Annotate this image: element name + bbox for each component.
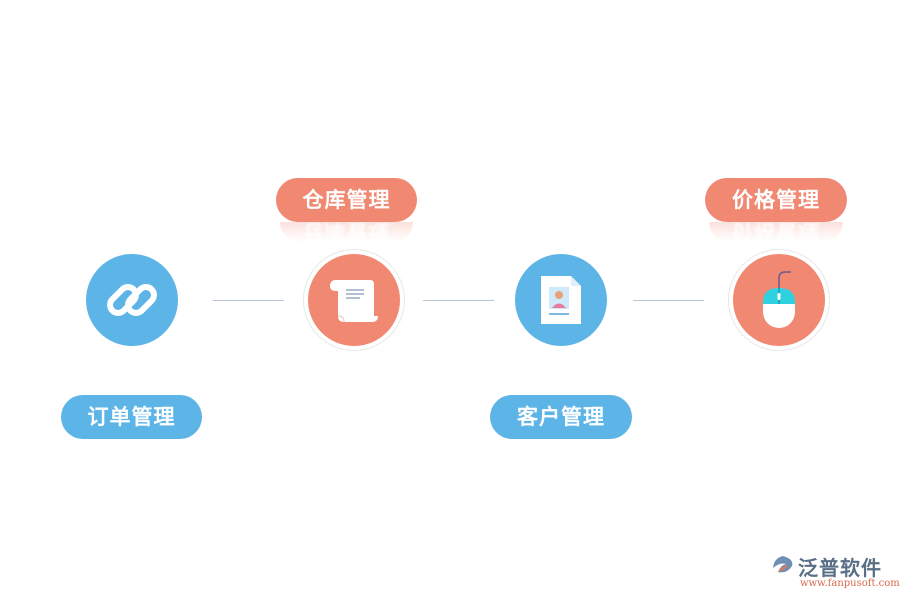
scroll-document-icon (330, 280, 378, 323)
chain-link-icon (107, 284, 157, 316)
customer-node (515, 254, 607, 346)
module-label-price-reflection: 价格管理 (709, 222, 843, 242)
price-node (733, 254, 825, 346)
module-label-customer: 客户管理 (490, 395, 632, 439)
connector-line (633, 300, 704, 301)
warehouse-node (308, 254, 400, 346)
profile-card-icon (541, 276, 581, 324)
brand-mark-icon (773, 556, 793, 573)
brand-url: www.fanpusoft.com (800, 578, 900, 589)
module-label-warehouse: 仓库管理 (276, 178, 417, 222)
connector-line (423, 300, 494, 301)
order-node (86, 254, 178, 346)
brand-name: 泛普软件 (798, 556, 882, 580)
module-label-price: 价格管理 (705, 178, 847, 222)
mouse-icon (763, 271, 795, 328)
module-label-warehouse-reflection: 仓库管理 (280, 222, 413, 242)
module-label-order: 订单管理 (61, 395, 202, 439)
brand-logo: 泛普软件 www.fanpusoft.com (770, 552, 900, 592)
connector-line (213, 300, 284, 301)
